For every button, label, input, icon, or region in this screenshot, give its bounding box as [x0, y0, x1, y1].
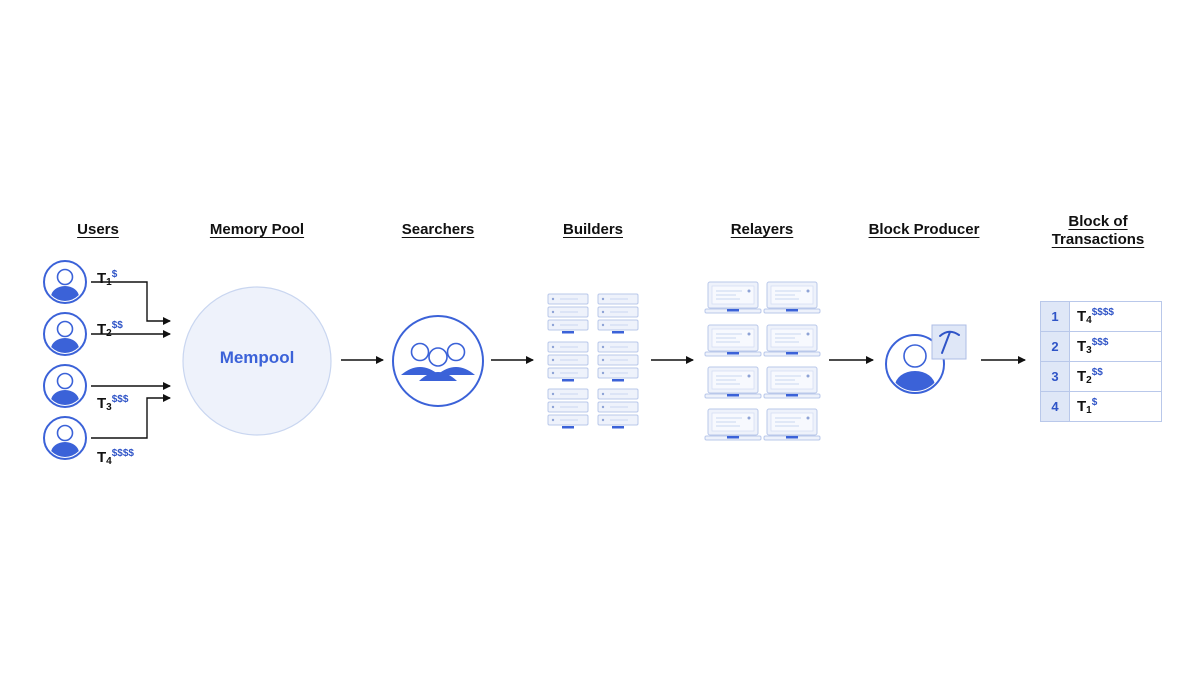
pickaxe-badge [931, 324, 967, 360]
tx-fee: $$$ [1091, 337, 1109, 348]
tx-label-2: T2$$ [97, 318, 123, 342]
tx-label-4: T4$$$$ [97, 446, 134, 470]
block-table: 1 T4$$$$ 2 T3$$$ 3 T2$$ 4 T1$ [1040, 301, 1162, 422]
connector-t4 [91, 394, 171, 439]
tx-base: T [97, 395, 107, 412]
user-icon [43, 364, 87, 408]
server-icon [597, 388, 639, 429]
server-icon [547, 293, 589, 334]
header-builders: Builders [562, 221, 623, 238]
tx-fee: $ [1091, 397, 1098, 408]
tx-label-1: T1$ [97, 267, 117, 291]
tx-index: 4 [106, 456, 112, 467]
user-icon [43, 312, 87, 356]
server-icon [597, 341, 639, 382]
block-row-number: 2 [1040, 331, 1070, 362]
server-icon [597, 293, 639, 334]
group-icon [392, 315, 484, 407]
tx-index: 1 [1086, 405, 1092, 416]
server-icon [547, 388, 589, 429]
tx-base: T [1077, 308, 1087, 325]
server-icon [547, 341, 589, 382]
block-row-tx: T2$$ [1069, 361, 1162, 392]
block-row: 2 T3$$$ [1040, 331, 1162, 362]
tx-fee: $$ [111, 320, 123, 331]
user-icon [43, 416, 87, 460]
header-memory-pool: Memory Pool [209, 221, 305, 238]
laptop-icon [704, 408, 762, 441]
block-row-tx: T1$ [1069, 391, 1162, 422]
searchers-group [392, 315, 484, 407]
producer-avatar [885, 334, 945, 394]
block-producer [885, 324, 967, 394]
laptop-icon [704, 281, 762, 314]
tx-index: 1 [106, 277, 112, 288]
tx-index: 3 [106, 402, 112, 413]
tx-base: T [97, 270, 107, 287]
user-avatar-3 [43, 364, 87, 408]
tx-index: 2 [1086, 375, 1092, 386]
tx-index: 3 [1086, 345, 1092, 356]
mempool-label: Mempool [219, 348, 295, 367]
tx-base: T [97, 449, 107, 466]
mempool-circle [182, 286, 332, 436]
user-icon [885, 334, 945, 394]
laptop-icon [763, 408, 821, 441]
header-block-line2: Transactions [1051, 231, 1145, 248]
header-block-line1: Block of [1068, 213, 1128, 230]
tx-base: T [1077, 368, 1087, 385]
tx-fee: $$$$ [111, 448, 134, 459]
user-avatar-4 [43, 416, 87, 460]
tx-fee: $$ [1091, 367, 1103, 378]
laptop-icon [763, 366, 821, 399]
laptop-icon [763, 324, 821, 357]
block-row: 3 T2$$ [1040, 361, 1162, 392]
header-block-of-transactions: Block of Transactions [1038, 213, 1158, 249]
tx-index: 2 [106, 328, 112, 339]
laptop-icon [763, 281, 821, 314]
tx-fee: $$$$ [1091, 307, 1114, 318]
pickaxe-icon [939, 330, 960, 354]
builders-servers [547, 293, 639, 429]
tx-index: 4 [1086, 315, 1092, 326]
tx-label-3: T3$$$ [97, 392, 128, 416]
tx-base: T [97, 321, 107, 338]
user-avatar-2 [43, 312, 87, 356]
block-row-number: 1 [1040, 301, 1070, 332]
relayers-laptops [704, 281, 821, 441]
user-icon [43, 260, 87, 304]
block-row-tx: T3$$$ [1069, 331, 1162, 362]
user-connectors [91, 281, 171, 439]
header-searchers: Searchers [401, 221, 475, 238]
header-relayers: Relayers [730, 221, 794, 238]
tx-fee: $$$ [111, 394, 129, 405]
tx-base: T [1077, 338, 1087, 355]
block-row: 4 T1$ [1040, 391, 1162, 422]
header-block-producer: Block Producer [868, 221, 980, 238]
block-row: 1 T4$$$$ [1040, 301, 1162, 332]
laptop-icon [704, 366, 762, 399]
user-avatar-1 [43, 260, 87, 304]
header-users: Users [77, 221, 119, 238]
block-row-tx: T4$$$$ [1069, 301, 1162, 332]
tx-fee: $ [111, 269, 118, 280]
connector-t1 [91, 281, 171, 325]
block-row-number: 4 [1040, 391, 1070, 422]
laptop-icon [704, 324, 762, 357]
block-row-number: 3 [1040, 361, 1070, 392]
tx-base: T [1077, 398, 1087, 415]
